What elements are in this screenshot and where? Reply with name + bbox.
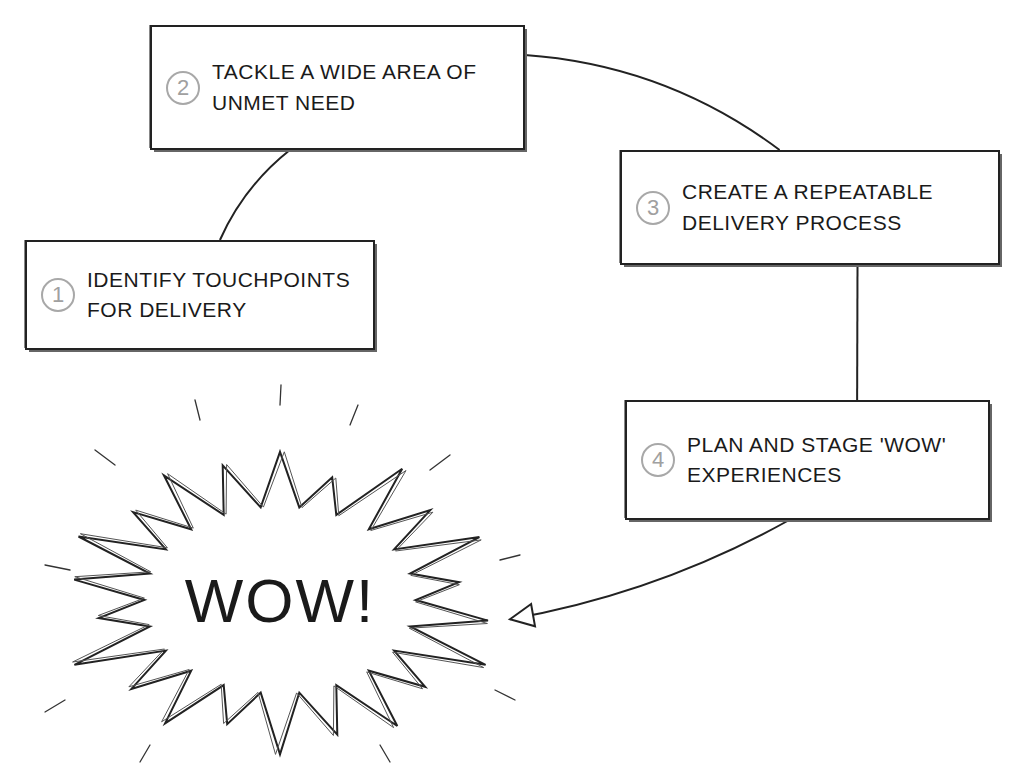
process-box: 4 PLAN AND STAGE 'WOW' EXPERIENCES (625, 400, 990, 520)
connector-line (856, 265, 858, 400)
connector (525, 55, 780, 150)
starburst-text: WOW! (50, 440, 510, 760)
process-box: 2 TACKLE A WIDE AREA OF UNMET NEED (150, 25, 525, 150)
step-text: TACKLE A WIDE AREA OF UNMET NEED (212, 57, 509, 118)
connector (510, 520, 789, 626)
connector (220, 150, 290, 240)
step-number: 2 (166, 71, 200, 105)
wow-text: WOW! (185, 565, 376, 636)
connector-line (525, 55, 780, 150)
process-box: 1 IDENTIFY TOUCHPOINTS FOR DELIVERY (25, 240, 375, 350)
step-text: IDENTIFY TOUCHPOINTS FOR DELIVERY (87, 265, 359, 326)
step-number: 3 (636, 191, 670, 225)
step-number: 1 (41, 278, 75, 312)
starburst: WOW! (50, 440, 510, 760)
connector-line (510, 520, 789, 619)
connector (857, 265, 858, 400)
connector-line (220, 150, 290, 240)
step-text: CREATE A REPEATABLE DELIVERY PROCESS (682, 177, 984, 238)
starburst-outline (73, 452, 488, 755)
starburst-outline (74, 452, 488, 755)
arrow-head (510, 604, 535, 626)
step-number: 4 (641, 443, 675, 477)
step-text: PLAN AND STAGE 'WOW' EXPERIENCES (687, 430, 974, 491)
process-box: 3 CREATE A REPEATABLE DELIVERY PROCESS (620, 150, 1000, 265)
